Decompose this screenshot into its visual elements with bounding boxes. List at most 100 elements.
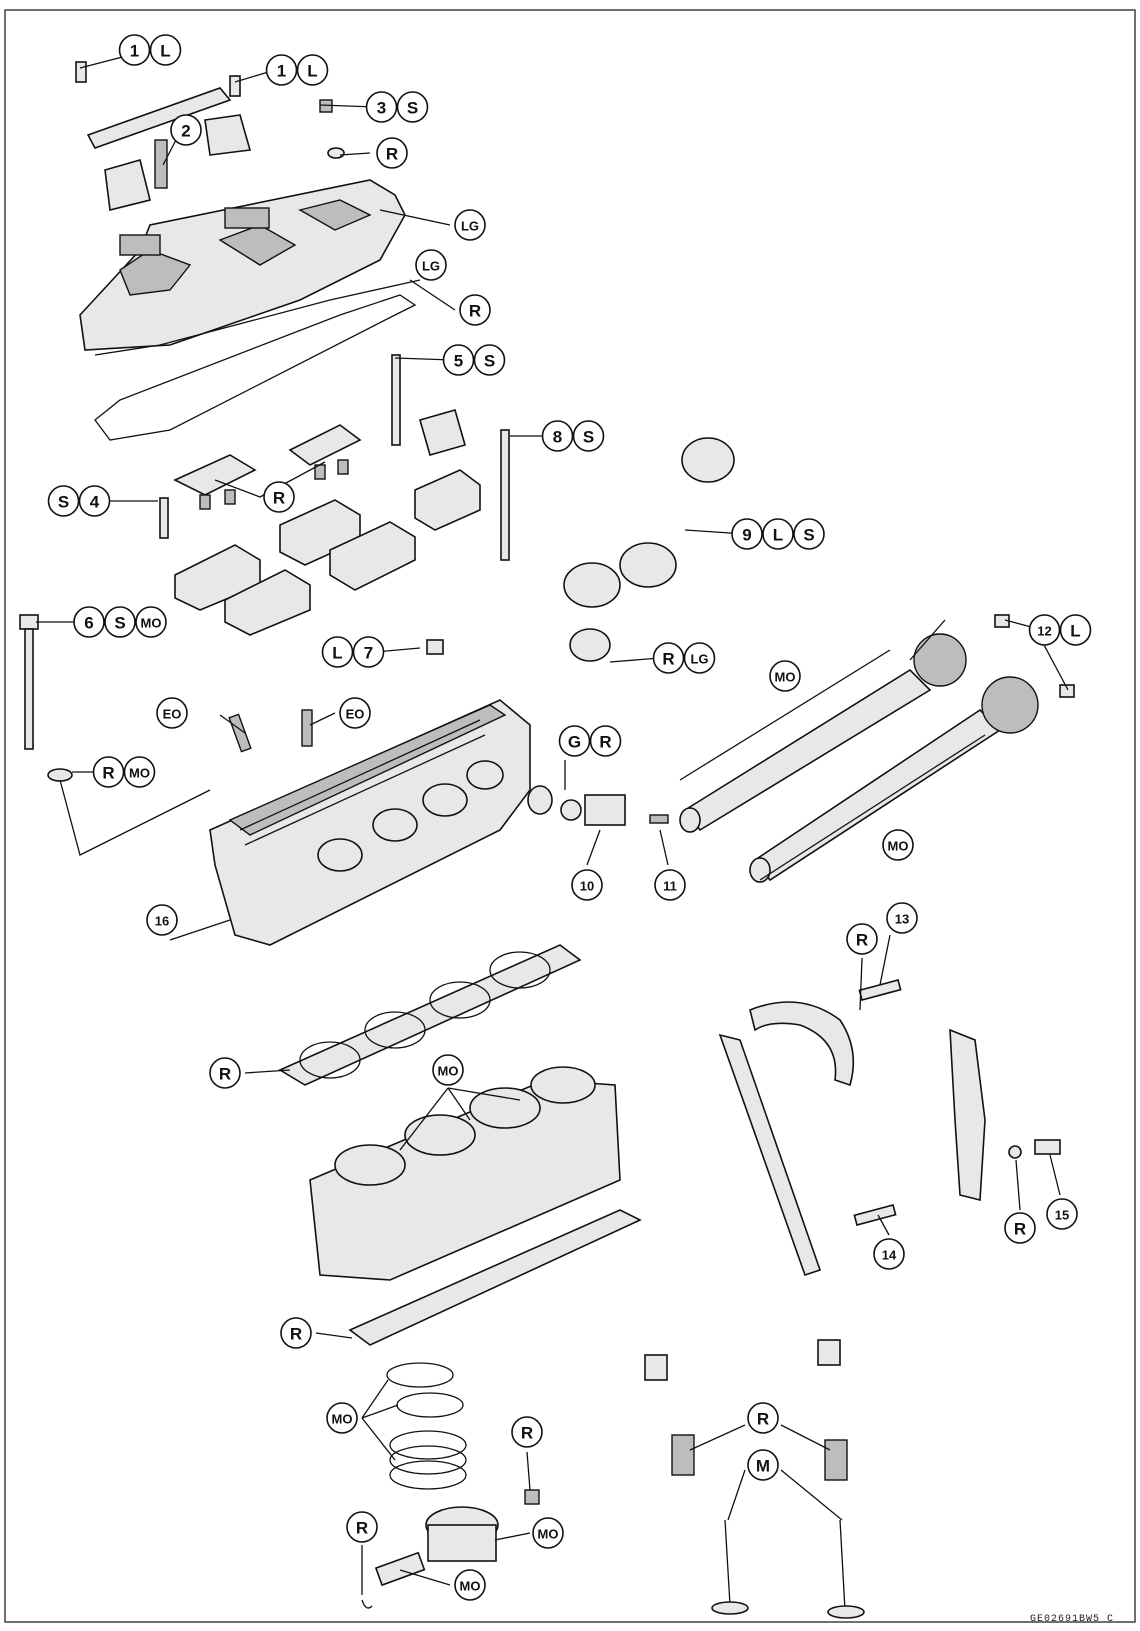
callout-circle	[1028, 614, 1061, 646]
cover-gasket	[94, 294, 417, 441]
callout-circle	[47, 485, 80, 517]
callout-label: L	[307, 62, 317, 81]
callout-label: L	[1070, 622, 1080, 641]
callout-label: S	[58, 493, 69, 512]
callout-label: S	[114, 614, 125, 633]
callout-circle	[454, 1569, 486, 1601]
callout-label: MO	[538, 1527, 559, 1542]
callout-circle	[123, 756, 156, 788]
callout-32: 14	[873, 1238, 905, 1270]
callout-circle	[558, 725, 591, 757]
callout-label: 2	[181, 122, 190, 141]
callout-circle	[473, 344, 506, 376]
callout-circle	[683, 642, 716, 674]
callout-28: R	[209, 1057, 241, 1089]
callout-circle	[396, 91, 429, 123]
callout-circle	[731, 518, 763, 550]
callout-19: EO	[339, 697, 371, 729]
callout-39: MO	[532, 1517, 564, 1549]
callout-38: R	[346, 1511, 378, 1543]
callout-37: M	[747, 1449, 779, 1481]
callout-label: R	[102, 764, 114, 783]
callout-circle	[280, 1317, 312, 1349]
callout-circle	[571, 869, 603, 901]
camshafts	[679, 614, 1075, 883]
callout-circle	[352, 636, 385, 668]
callout-circle	[572, 420, 605, 452]
callout-label: LG	[690, 652, 708, 667]
callout-circle	[589, 725, 622, 757]
callout-label: R	[599, 733, 611, 752]
callout-circle	[92, 756, 125, 788]
callout-label: R	[757, 1410, 769, 1429]
callout-circle	[747, 1402, 779, 1434]
piston-assembly	[361, 1362, 540, 1609]
callout-26: 13	[886, 902, 918, 934]
callout-circle	[263, 481, 295, 513]
callout-6: LG	[415, 249, 447, 281]
callout-circle	[326, 1402, 358, 1434]
head-gasket	[278, 944, 582, 1086]
callout-label: MO	[332, 1412, 353, 1427]
callout-18: EO	[156, 697, 188, 729]
callout-circle	[652, 642, 685, 674]
callout-label: 7	[364, 644, 373, 663]
callout-label: R	[469, 302, 481, 321]
callout-label: 11	[663, 879, 677, 894]
callout-circle	[882, 829, 914, 861]
sensor	[560, 794, 669, 826]
cylinder-head	[209, 699, 553, 946]
callout-circle	[376, 137, 408, 169]
callout-label: 12	[1037, 624, 1051, 639]
callout-circle	[365, 91, 398, 123]
callout-circle	[511, 1416, 543, 1448]
callout-label: MO	[775, 670, 796, 685]
callout-29: MO	[432, 1054, 464, 1086]
callout-label: MO	[141, 616, 162, 631]
callout-circle	[747, 1449, 779, 1481]
callout-circle	[149, 34, 182, 66]
figure-code: GE02691BW5 C	[1029, 1614, 1114, 1625]
callout-label: 1	[130, 42, 139, 61]
callout-label: MO	[888, 839, 909, 854]
head-bolts	[19, 354, 510, 782]
callout-circle	[118, 34, 151, 66]
cam-chain-parts	[718, 979, 1061, 1277]
callout-label: L	[160, 42, 170, 61]
callout-label: 1	[277, 62, 286, 81]
callout-label: 14	[882, 1248, 897, 1263]
callout-label: 8	[553, 428, 562, 447]
base-gasket	[348, 1209, 642, 1346]
callout-circle	[762, 518, 794, 550]
callout-circle	[146, 904, 178, 936]
callout-label: 9	[742, 526, 751, 545]
callout-circle	[793, 518, 825, 550]
callout-label: S	[583, 428, 594, 447]
cover-bracket	[75, 61, 345, 211]
callout-35: R	[511, 1416, 543, 1448]
callout-circle	[873, 1238, 905, 1270]
callout-label: EO	[346, 707, 365, 722]
callout-label: R	[356, 1519, 368, 1538]
callout-circle	[1046, 1198, 1078, 1230]
callout-7: R	[459, 294, 491, 326]
callout-circle	[135, 606, 167, 638]
callout-circle	[541, 420, 574, 452]
callout-14: 12 L	[1028, 614, 1092, 646]
callout-circle	[156, 697, 188, 729]
cylinder-block	[309, 1066, 621, 1281]
valve-assemblies	[644, 1339, 865, 1619]
cylinder-head-cover	[79, 179, 421, 356]
callout-25: 16	[146, 904, 178, 936]
callout-circle	[1059, 614, 1092, 646]
callout-label: R	[219, 1065, 231, 1084]
callout-label: 13	[895, 912, 909, 927]
